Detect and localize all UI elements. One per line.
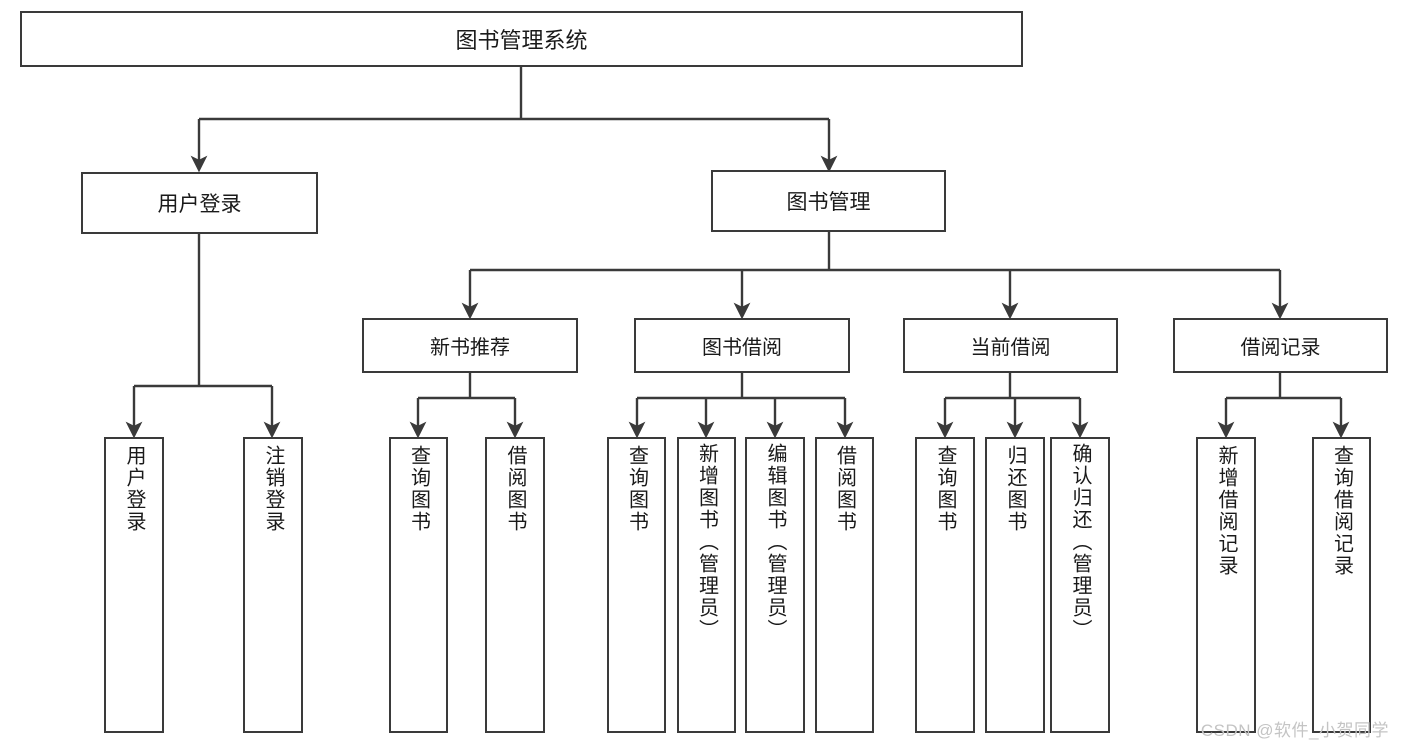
leaf-new-book-2[interactable]: 借阅图书: [485, 437, 545, 733]
leaf-new-book-2-label: 借阅图书: [504, 445, 526, 533]
node-root[interactable]: 图书管理系统: [20, 11, 1023, 67]
node-user-login[interactable]: 用户登录: [81, 172, 318, 234]
node-book-borrow[interactable]: 图书借阅: [634, 318, 850, 373]
leaf-current-borrow-3-label: 确认归还（管理员）: [1069, 443, 1091, 641]
node-borrow-record-label: 借阅记录: [1240, 337, 1321, 359]
leaf-book-borrow-1[interactable]: 查询图书: [607, 437, 666, 733]
leaf-borrow-record-1[interactable]: 新增借阅记录: [1196, 437, 1256, 733]
node-new-book-recommend[interactable]: 新书推荐: [362, 318, 578, 373]
leaf-borrow-record-2[interactable]: 查询借阅记录: [1312, 437, 1371, 733]
node-current-borrow-label: 当前借阅: [970, 337, 1051, 359]
leaf-user-login-1-label: 用户登录: [123, 445, 145, 533]
leaf-borrow-record-2-label: 查询借阅记录: [1330, 445, 1353, 577]
leaf-new-book-1-label: 查询图书: [407, 445, 430, 533]
leaf-user-login-1[interactable]: 用户登录: [104, 437, 164, 733]
leaf-user-login-2[interactable]: 注销登录: [243, 437, 303, 733]
node-book-manage-label: 图书管理: [786, 191, 871, 214]
csdn-watermark: CSDN @软件_小贺同学: [1200, 721, 1389, 740]
node-book-manage[interactable]: 图书管理: [711, 170, 946, 232]
leaf-borrow-record-1-label: 新增借阅记录: [1215, 445, 1237, 577]
node-current-borrow[interactable]: 当前借阅: [903, 318, 1118, 373]
leaf-user-login-2-label: 注销登录: [262, 445, 284, 533]
leaf-book-borrow-2[interactable]: 新增图书（管理员）: [677, 437, 736, 733]
leaf-current-borrow-2-label: 归还图书: [1004, 445, 1026, 533]
leaf-current-borrow-2[interactable]: 归还图书: [985, 437, 1045, 733]
leaf-book-borrow-4-label: 借阅图书: [833, 445, 856, 533]
node-root-label: 图书管理系统: [455, 28, 588, 53]
leaf-current-borrow-1[interactable]: 查询图书: [915, 437, 975, 733]
leaf-book-borrow-4[interactable]: 借阅图书: [815, 437, 874, 733]
leaf-current-borrow-1-label: 查询图书: [934, 445, 956, 533]
leaf-book-borrow-3-label: 编辑图书（管理员）: [764, 443, 786, 641]
node-borrow-record[interactable]: 借阅记录: [1173, 318, 1388, 373]
leaf-book-borrow-3[interactable]: 编辑图书（管理员）: [745, 437, 805, 733]
leaf-book-borrow-1-label: 查询图书: [625, 445, 648, 533]
node-user-login-label: 用户登录: [157, 193, 242, 216]
leaf-current-borrow-3[interactable]: 确认归还（管理员）: [1050, 437, 1110, 733]
node-new-book-recommend-label: 新书推荐: [430, 337, 510, 359]
leaf-book-borrow-2-label: 新增图书（管理员）: [695, 443, 718, 641]
leaf-new-book-1[interactable]: 查询图书: [389, 437, 448, 733]
node-book-borrow-label: 图书借阅: [702, 337, 782, 359]
